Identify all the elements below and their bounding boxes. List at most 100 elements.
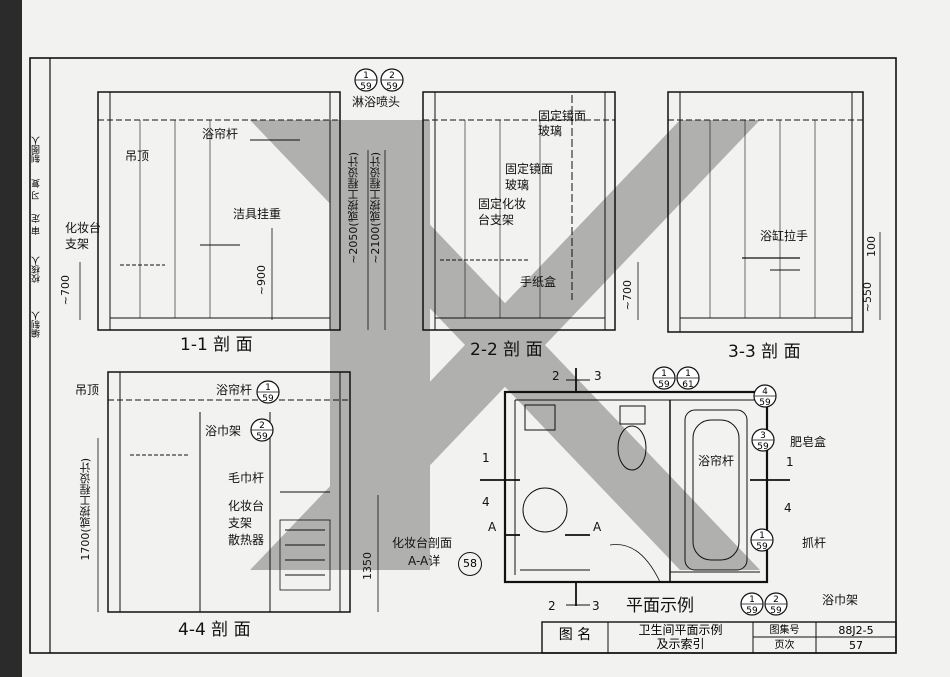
- label-fixed-mirror-1b: 玻璃: [538, 124, 563, 138]
- label-towel-rack: 浴巾架: [205, 424, 242, 438]
- cut-mark-1-right: 1: [786, 455, 794, 469]
- ref-bubble-bottom: 59: [756, 542, 768, 552]
- titleblock-name-label: 图 名: [558, 627, 592, 643]
- section-title-1-1: 1-1 剖 面: [180, 335, 253, 355]
- dim-2050: ~2050(或按工程设计): [347, 152, 360, 264]
- ref-bubble-bottom: 59: [746, 606, 758, 616]
- sidebar-review: 习 复: [32, 179, 42, 201]
- cut-mark-4-right: 4: [784, 501, 792, 515]
- label-curtain-rod: 浴帘杆: [202, 127, 239, 141]
- sidebar-checker: 校核人: [32, 256, 42, 284]
- label-vanity-bracket-2: 支架: [65, 237, 90, 251]
- ref-bubble-bottom: 61: [682, 380, 693, 390]
- section-2-2: [422, 91, 616, 331]
- label-vanity-2b: 支架: [228, 516, 253, 530]
- label-curtain-rod-2: 浴帘杆: [216, 383, 253, 397]
- ref-bubble-top: 2: [389, 71, 395, 81]
- ref-58-text: 58: [463, 557, 477, 570]
- ref-bubble: 459: [753, 384, 777, 408]
- label-vanity-section-b: A-A详: [408, 554, 441, 568]
- sidebar-drafter: 制图人: [32, 136, 42, 164]
- ref-bubble: 159: [740, 592, 764, 616]
- label-vanity-bracket-1: 化妆台: [65, 221, 102, 235]
- cut-mark-3-top: 3: [594, 369, 602, 383]
- label-vanity-2a: 化妆台: [228, 499, 265, 513]
- ref-bubble-top: 1: [759, 531, 765, 541]
- ref-bubble-bottom: 59: [360, 82, 372, 92]
- title-block: [541, 621, 897, 654]
- label-grab-bar: 抓杆: [802, 536, 827, 550]
- label-tissue-box: 手纸盒: [520, 275, 557, 289]
- dim-900: ~900: [255, 265, 268, 296]
- section-title-4-4: 4-4 剖 面: [178, 620, 251, 640]
- dim-550: ~550: [861, 282, 874, 313]
- section-4-4: [107, 371, 351, 613]
- signature-strip: 编制人 校核人 制图人 习 复 审 定: [30, 60, 50, 345]
- section-title-2-2: 2-2 剖 面: [470, 340, 543, 360]
- ref-bubble: 259: [764, 592, 788, 616]
- label-fixed-mirror-1a: 固定镜面: [538, 109, 587, 123]
- plan-title: 平面示例: [626, 596, 694, 616]
- ref-bubble-bottom: 59: [757, 442, 769, 452]
- ref-bubble: 359: [751, 428, 775, 452]
- dim-100: 100: [865, 236, 878, 257]
- ref-bubble-top: 1: [749, 595, 755, 605]
- label-wall-a2: A: [593, 520, 602, 534]
- label-radiator: 散热器: [228, 533, 265, 547]
- ref-bubble-bottom: 59: [386, 82, 398, 92]
- titleblock-title-2: 及示索引: [656, 637, 705, 651]
- dim-2100: ~2100(或按工程设计): [369, 152, 382, 264]
- label-fixture-hook: 洁具挂重: [233, 207, 282, 221]
- ref-bubble-bottom: 59: [262, 394, 274, 404]
- dim-700-a: ~700: [59, 275, 72, 306]
- label-fixed-vanity-b: 台支架: [478, 213, 515, 227]
- titleblock-atlas-value: 88J2-5: [838, 624, 874, 637]
- ref-bubble: 259: [250, 418, 274, 442]
- label-vanity-section-a: 化妆台剖面: [392, 536, 453, 550]
- label-fixed-mirror-2b: 玻璃: [505, 178, 530, 192]
- label-ceiling: 吊顶: [125, 149, 150, 163]
- plan-view: [480, 368, 790, 606]
- cut-mark-1-left: 1: [482, 451, 490, 465]
- cut-mark-2-top: 2: [552, 369, 560, 383]
- label-wall-a: A: [488, 520, 497, 534]
- sidebar-approve: 审 定: [32, 214, 42, 236]
- label-towel-rack-2: 浴巾架: [822, 593, 859, 607]
- ref-bubble-top: 1: [265, 383, 271, 393]
- ref-bubble-top: 3: [760, 431, 766, 441]
- ref-bubble-top: 4: [762, 387, 768, 397]
- ref-bubble: 259: [380, 68, 404, 92]
- label-fixed-mirror-2a: 固定镜面: [505, 162, 554, 176]
- label-ceiling-2: 吊顶: [75, 383, 100, 397]
- titleblock-page-label: 页次: [774, 640, 795, 651]
- ref-bubble-bottom: 59: [770, 606, 782, 616]
- dim-1700: 1700(或按工程设计): [79, 458, 92, 561]
- section-title-3-3: 3-3 剖 面: [728, 342, 801, 362]
- label-shower-head: 淋浴喷头: [352, 95, 401, 109]
- ref-bubble: 161: [676, 366, 700, 390]
- ref-bubble-top: 1: [661, 369, 667, 379]
- ref-bubble: 159: [354, 68, 378, 92]
- label-tub-handle: 浴缸拉手: [760, 229, 809, 243]
- ref-bubble: 159: [256, 380, 280, 404]
- section-1-1: [97, 91, 341, 331]
- ref-bubble: 159: [750, 528, 774, 552]
- label-fixed-vanity-a: 固定化妆: [478, 197, 527, 211]
- dimension-lines: [79, 150, 881, 612]
- label-towel-bar: 毛巾杆: [228, 471, 265, 485]
- ref-bubble-bottom: 59: [256, 432, 268, 442]
- titleblock-page-value: 57: [849, 639, 863, 652]
- ref-bubble: 159: [652, 366, 676, 390]
- label-curtain-rod-3: 浴帘杆: [698, 454, 735, 468]
- sidebar-compiler: 编制人: [32, 311, 42, 339]
- cut-mark-2-bottom: 2: [548, 599, 556, 613]
- ref-bubble-58: 58: [458, 552, 482, 576]
- ref-bubble-bottom: 59: [759, 398, 771, 408]
- binding-strip: [0, 0, 22, 677]
- ref-bubble-top: 1: [685, 369, 691, 379]
- watermark-x: [250, 120, 760, 570]
- dim-700-b: ~700: [621, 280, 634, 311]
